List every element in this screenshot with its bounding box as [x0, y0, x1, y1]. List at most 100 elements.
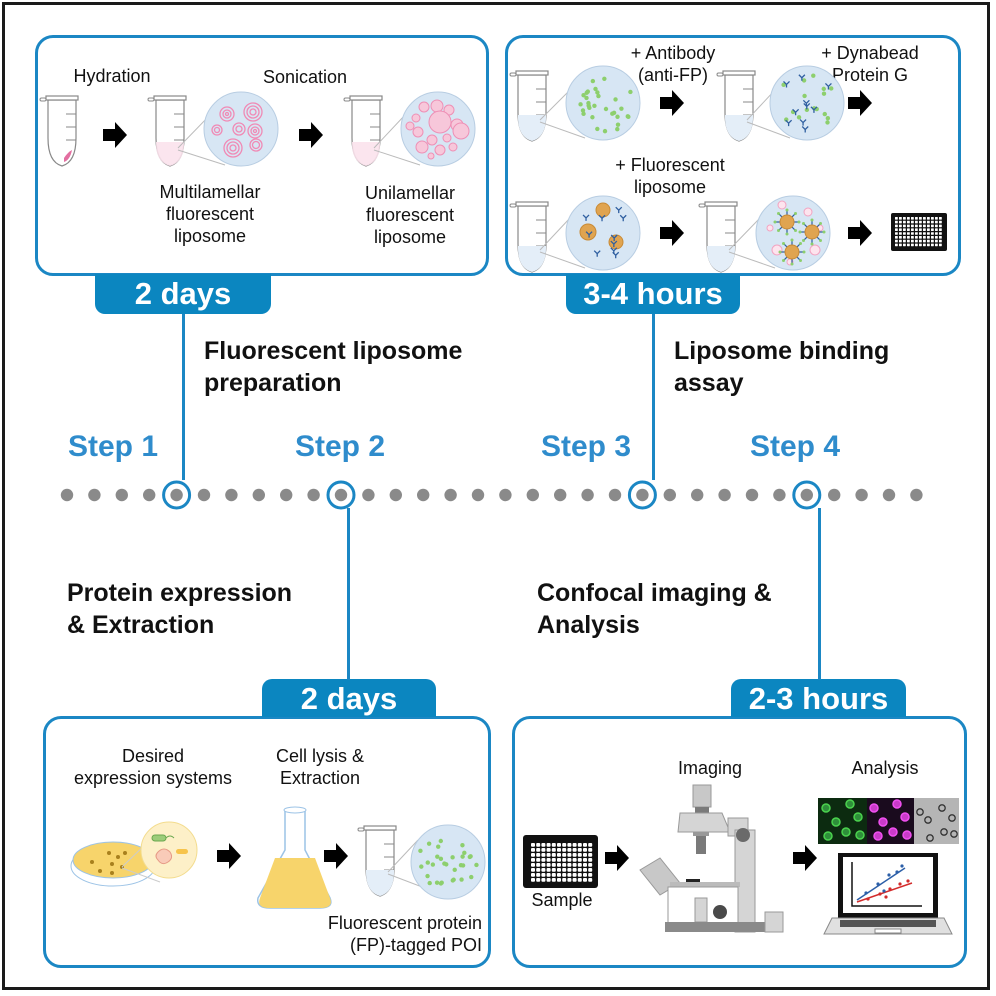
fp-protein-dot [585, 89, 591, 94]
fp-tagged-label: Fluorescent protein (FP)-tagged POI [327, 913, 482, 955]
well [907, 243, 910, 247]
zoom-circle-icon [410, 824, 486, 900]
timeline-dot [554, 488, 567, 502]
well [903, 220, 906, 224]
well [551, 863, 556, 867]
arrow-right-icon [103, 122, 127, 148]
fp-protein-dot [581, 93, 586, 98]
fp-protein-dot [615, 114, 620, 119]
dynabead-label: + Dynabead Protein G [821, 43, 919, 85]
timeline-dot [60, 488, 74, 502]
well [567, 858, 572, 862]
well [919, 232, 922, 235]
well [551, 853, 556, 857]
well [536, 878, 541, 882]
well [931, 228, 934, 231]
well [557, 853, 561, 857]
well [562, 878, 567, 882]
fp-protein-dot [590, 115, 595, 120]
well [899, 232, 902, 235]
fp-protein-dot [796, 115, 802, 120]
well [927, 239, 930, 243]
well [923, 220, 926, 224]
step1-label: Step 1 [68, 430, 159, 463]
tube-icon [509, 201, 549, 273]
well [931, 224, 934, 228]
well [911, 228, 914, 231]
fp-protein-dot [467, 854, 473, 860]
well [546, 863, 551, 867]
fp-protein-dot [802, 250, 806, 254]
timeline-dot [608, 488, 622, 502]
antibody-glyph [810, 106, 818, 113]
timeline-dot [88, 488, 101, 502]
well [915, 228, 918, 231]
fp-protein-dot [619, 106, 624, 111]
well [919, 228, 922, 231]
well [903, 236, 906, 239]
antibody-glyph [792, 108, 800, 116]
antibody-glyph [783, 80, 790, 88]
well [923, 243, 926, 247]
arrow-right-icon [299, 122, 323, 148]
step2-label: Step 2 [295, 430, 386, 463]
well [931, 236, 934, 239]
fp-protein-dot [435, 854, 440, 859]
well [541, 878, 546, 882]
well [895, 228, 898, 231]
well [927, 217, 930, 220]
well [577, 868, 582, 872]
antibody-glyph [803, 102, 811, 110]
magenta-vesicle [873, 831, 883, 841]
well [577, 848, 582, 852]
well [907, 217, 910, 220]
well [531, 878, 535, 882]
well [927, 224, 930, 228]
well [557, 868, 561, 872]
well [927, 243, 930, 247]
brightfield-vesicle [948, 814, 956, 822]
hydration-label: Hydration [73, 66, 151, 86]
fp-protein-dot [790, 262, 794, 266]
step4-label: Step 4 [750, 430, 841, 463]
well [923, 232, 926, 235]
fp-protein-dot [810, 242, 814, 246]
fp-protein-dot [586, 103, 591, 108]
well [931, 232, 934, 235]
well [557, 878, 561, 882]
well [546, 873, 551, 877]
fp-protein-dot [777, 212, 781, 216]
well [551, 858, 556, 862]
well [935, 217, 938, 220]
well [588, 868, 593, 872]
well-plate-icon [891, 213, 947, 251]
timeline-dot [855, 488, 868, 502]
timeline-dot [636, 488, 649, 502]
well [899, 236, 902, 239]
fp-protein-dot [452, 867, 457, 873]
antibody-glyph [582, 214, 590, 221]
fp-protein-dot [778, 250, 782, 254]
well [557, 843, 561, 847]
well [899, 243, 902, 247]
well [572, 863, 577, 867]
fp-protein-dot [784, 117, 789, 122]
fp-protein-dot [811, 73, 816, 78]
duration-tab-step4: 2-3 hours [731, 679, 906, 717]
well [915, 239, 918, 243]
fp-protein-dot [581, 111, 586, 117]
fp-protein-dot [782, 242, 786, 246]
fp-protein-dot [821, 91, 827, 96]
well [567, 878, 572, 882]
analysis-label: Analysis [851, 758, 919, 778]
antibody-glyph [615, 206, 623, 214]
timeline-dot [417, 488, 430, 502]
connector-step1 [182, 314, 185, 480]
well [939, 224, 942, 228]
well [588, 843, 593, 847]
magenta-vesicle [888, 827, 898, 837]
well [911, 217, 914, 220]
timeline-dot [882, 488, 896, 502]
fp-protein-dot [818, 238, 822, 242]
well [919, 243, 922, 247]
